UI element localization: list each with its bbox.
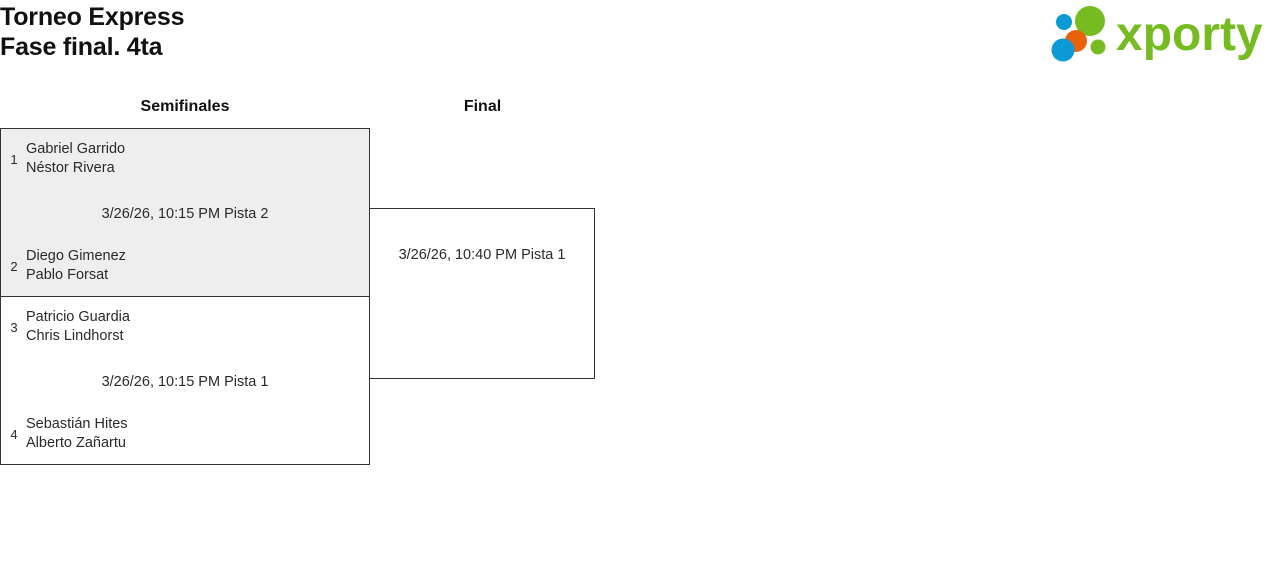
team-players: Diego Gimenez Pablo Forsat — [26, 247, 126, 285]
round-header-final: Final — [463, 98, 502, 115]
team-players: Patricio Guardia Chris Lindhorst — [26, 308, 130, 346]
phase-title: Fase final. 4ta — [0, 33, 163, 61]
team-players: Sebastián Hites Alberto Zañartu — [26, 415, 128, 453]
player-name: Gabriel Garrido — [26, 141, 126, 157]
player-name: Pablo Forsat — [26, 267, 109, 283]
xporty-logo[interactable]: xporty — [1044, 2, 1272, 64]
player-name: Sebastián Hites — [26, 416, 128, 432]
team-players: Gabriel Garrido Néstor Rivera — [26, 140, 125, 178]
round-header-semifinales: Semifinales — [140, 98, 230, 115]
match-card-semifinal-1[interactable]: 1 Gabriel Garrido Néstor Rivera 3/26/26,… — [0, 128, 370, 297]
logo-dots-icon — [1051, 6, 1106, 62]
team-seed: 1 — [10, 151, 18, 167]
logo-wordmark: xporty — [1116, 8, 1263, 61]
team-slot[interactable]: 4 Sebastián Hites Alberto Zañartu — [9, 415, 128, 453]
player-name: Chris Lindhorst — [26, 328, 124, 344]
team-seed: 4 — [10, 426, 18, 442]
match-schedule: 3/26/26, 10:40 PM Pista 1 — [398, 247, 566, 263]
team-slot[interactable]: 2 Diego Gimenez Pablo Forsat — [9, 247, 126, 285]
player-name: Patricio Guardia — [26, 309, 130, 325]
player-name: Néstor Rivera — [26, 160, 115, 176]
title-block: Torneo Express Fase final. 4ta — [0, 2, 185, 62]
page-header: Torneo Express Fase final. 4ta xporty — [0, 0, 1280, 76]
team-slot[interactable]: 3 Patricio Guardia Chris Lindhorst — [9, 308, 130, 346]
tournament-title: Torneo Express — [0, 3, 185, 31]
match-schedule: 3/26/26, 10:15 PM Pista 2 — [101, 206, 269, 222]
team-slot[interactable]: 1 Gabriel Garrido Néstor Rivera — [9, 140, 125, 178]
team-seed: 3 — [10, 319, 18, 335]
match-card-final[interactable]: 3/26/26, 10:40 PM Pista 1 — [369, 208, 595, 379]
team-seed: 2 — [10, 258, 18, 274]
match-schedule: 3/26/26, 10:15 PM Pista 1 — [101, 374, 269, 390]
match-card-semifinal-2[interactable]: 3 Patricio Guardia Chris Lindhorst 3/26/… — [0, 296, 370, 465]
player-name: Diego Gimenez — [26, 248, 126, 264]
player-name: Alberto Zañartu — [26, 435, 126, 451]
